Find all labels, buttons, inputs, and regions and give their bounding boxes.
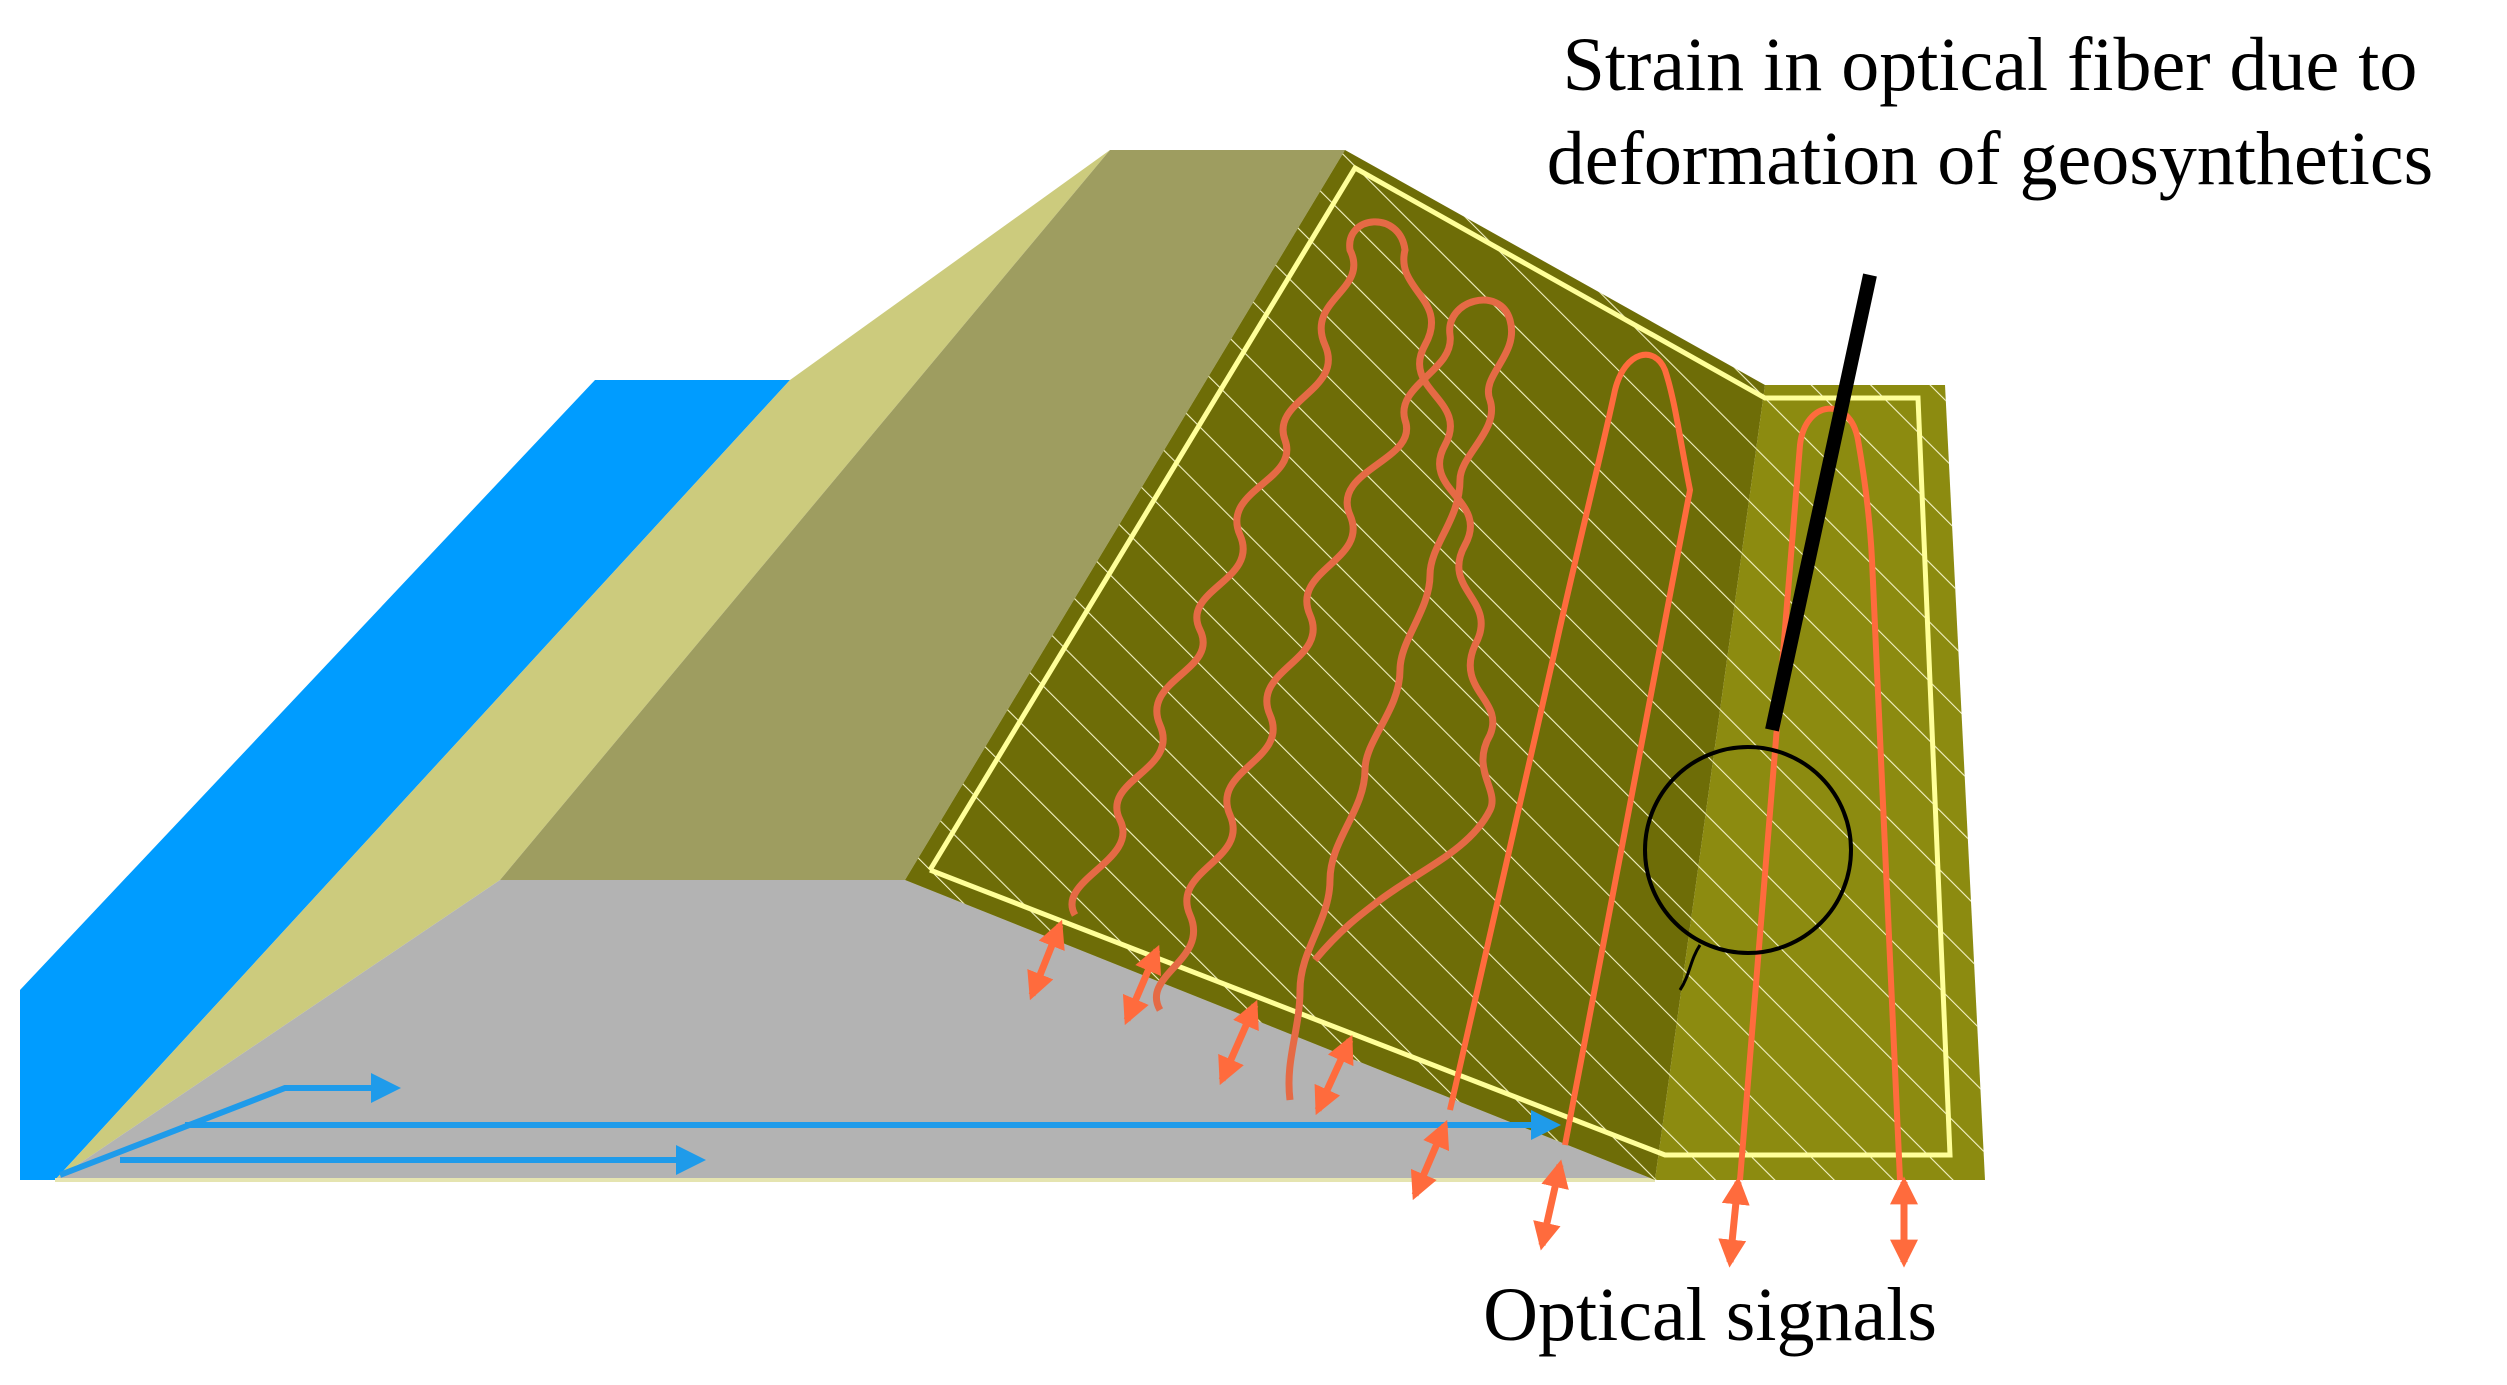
- optical-fiber-wavy-1: [1068, 218, 1497, 963]
- magnifier-tail: [1678, 944, 1702, 991]
- geosynthetic-border: [927, 164, 1953, 1158]
- flow-arrows: [58, 1073, 1561, 1178]
- optical-signals-text: Optical signals: [1483, 1273, 1937, 1357]
- optical-fiber-straight-1: [1447, 351, 1694, 1146]
- strain-annotation-line-1: Strain in optical fiber due to: [1562, 23, 2418, 107]
- signal-arrow-2: [1122, 944, 1162, 1026]
- optical-fiber-straight-2: [1737, 405, 1903, 1181]
- magnifier-circle-icon: [1643, 745, 1853, 955]
- signal-arrow-7: [1718, 1176, 1750, 1268]
- signal-arrow-1: [1027, 919, 1065, 1001]
- strain-annotation-line-2: deformation of geosynthetics: [1546, 117, 2434, 201]
- optical-signal-arrows: [1027, 919, 1918, 1268]
- signal-arrow-3: [1218, 999, 1259, 1086]
- callout-pointer: [1765, 273, 1877, 732]
- optical-signals-label: Optical signals: [1430, 1268, 1990, 1362]
- geosynthetic-toe-hatch: [1655, 385, 1985, 1180]
- optical-fiber-wavy-2: [1153, 296, 1516, 1101]
- signal-arrow-6: [1533, 1159, 1569, 1251]
- flow-arrow-upper: [58, 1073, 401, 1178]
- water-body: [20, 380, 790, 1180]
- ground-base: [55, 880, 1655, 1180]
- geosynthetic-slope-hatch: [905, 150, 1765, 1180]
- embankment-crest: [500, 150, 1345, 880]
- signal-arrow-5: [1410, 1119, 1450, 1201]
- upstream-slope: [55, 150, 1110, 1180]
- strain-annotation: Strain in optical fiber due to deformati…: [1480, 18, 2500, 206]
- signal-arrow-4: [1314, 1034, 1354, 1116]
